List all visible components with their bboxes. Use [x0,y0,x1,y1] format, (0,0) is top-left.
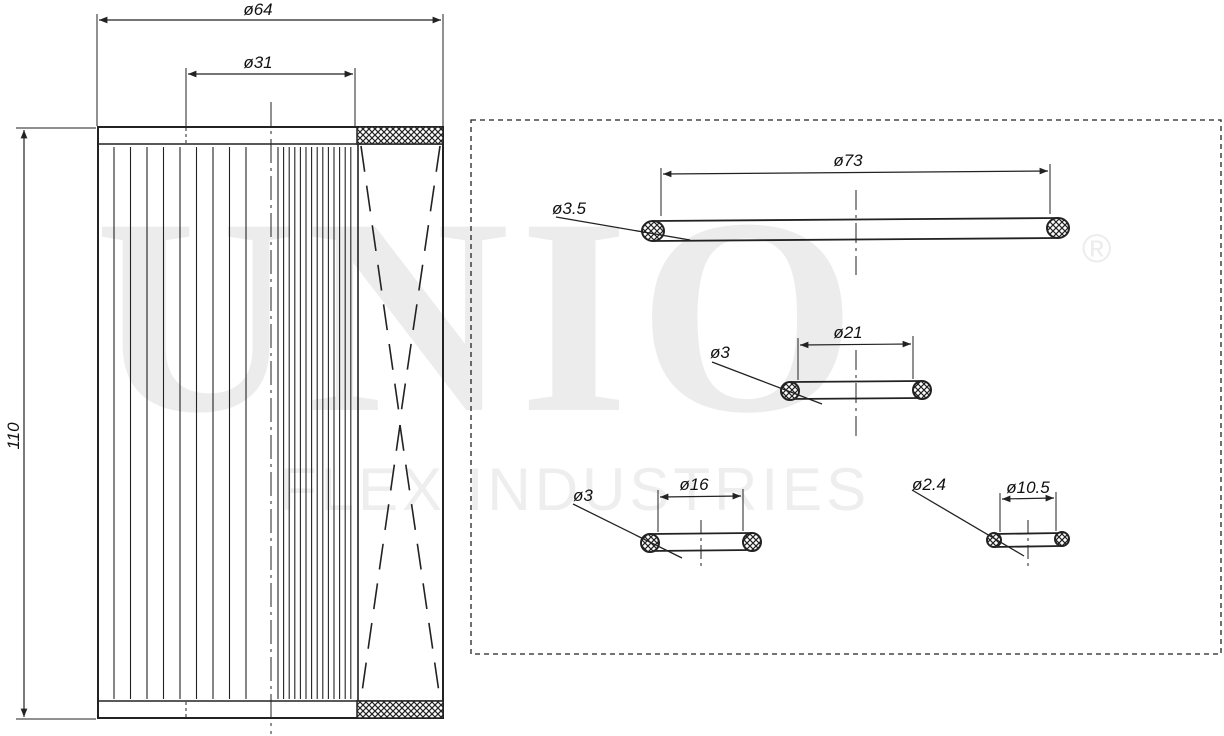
o-ring-1-inner-diameter-label: ø73 [833,151,863,170]
o-ring-1-section-left [641,220,665,242]
height-dimension: 110 [4,127,96,720]
inner-diameter-dimension: ø31 [185,53,356,126]
watermark-registered-mark: ® [1082,227,1111,271]
o-ring-4: ø10.5 ø2.4 [911,475,1070,566]
inner-diameter-label: ø31 [243,53,272,72]
top-seal-hatch [356,126,444,145]
o-ring-4-cross-section-label: ø2.4 [912,475,946,494]
o-ring-1-section-right [1046,217,1070,239]
watermark-logo: UNIO [95,160,866,471]
o-ring-3-inner-diameter-label: ø16 [679,475,709,494]
o-ring-4-section-right [1054,531,1070,547]
outer-diameter-dimension: ø64 [96,0,444,126]
core-cross-dashes [360,145,441,700]
filter-pleats [113,147,352,699]
o-ring-detail-box [470,119,1222,655]
filter-element: ø64 ø31 110 [4,0,444,734]
o-ring-3: ø16 ø3 [572,475,762,566]
watermark: UNIO ® FLEX INDUSTRIES [95,160,1111,523]
o-ring-2-section-right [912,380,932,400]
watermark-subtitle: FLEX INDUSTRIES [280,456,870,523]
o-ring-3-cross-section-label: ø3 [573,486,593,505]
bottom-seal-hatch [356,700,444,719]
o-ring-1-cross-section-label: ø3.5 [552,199,587,218]
o-ring-2-section-left [780,381,800,401]
o-ring-4-inner-diameter-label: ø10.5 [1006,478,1050,497]
o-ring-3-section-left [640,533,660,553]
o-ring-2: ø21 ø3 [710,323,932,436]
height-label: 110 [4,422,23,450]
o-ring-1: ø73 ø3.5 [552,151,1070,275]
o-ring-3-section-right [742,532,762,552]
outer-diameter-label: ø64 [243,0,272,19]
o-ring-2-inner-diameter-label: ø21 [833,323,862,342]
o-ring-2-cross-section-label: ø3 [710,343,730,362]
